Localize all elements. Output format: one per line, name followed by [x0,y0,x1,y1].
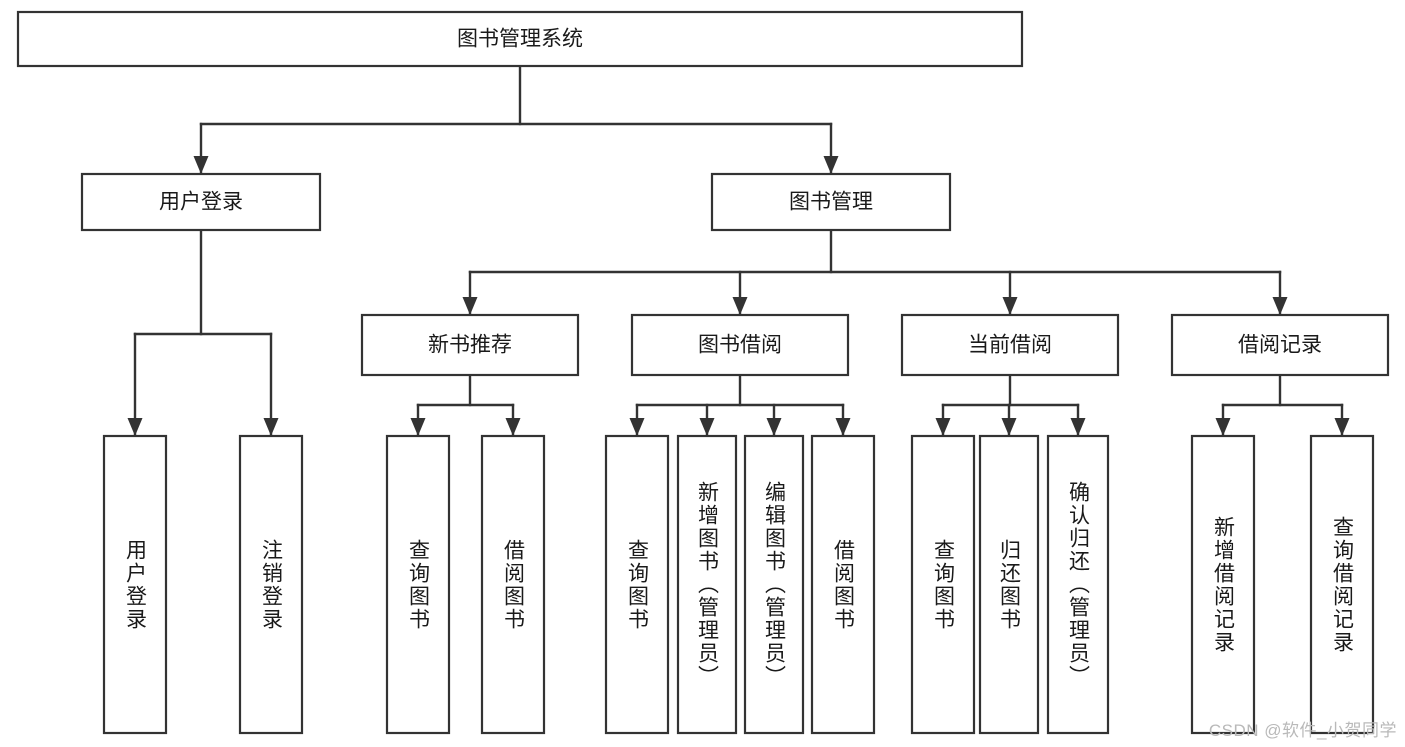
node-box-leaf-query-record[interactable] [1309,434,1375,735]
node-box-leaf-add-book[interactable] [676,434,738,735]
node-label-book-manage: 图书管理 [789,191,873,214]
arrow-head [835,418,851,436]
node-box-leaf-logout[interactable] [238,434,304,735]
node-box-new-book-rec[interactable] [360,313,580,377]
arrow-head [462,297,478,315]
node-box-leaf-add-record[interactable] [1190,434,1256,735]
node-box-leaf-return-book[interactable] [978,434,1040,735]
node-box-leaf-query-book-rec[interactable] [385,434,451,735]
node-box-layer [16,10,1390,735]
node-box-user-login[interactable] [80,172,322,232]
node-box-leaf-query-book-cur[interactable] [910,434,976,735]
arrow-head [410,418,426,436]
node-label-borrow-record: 借阅记录 [1238,334,1322,357]
arrow-head [1070,418,1086,436]
node-label-current-borrow: 当前借阅 [968,334,1052,357]
node-box-leaf-query-book[interactable] [604,434,670,735]
arrow-head [935,418,951,436]
node-box-leaf-borrow-book-rec[interactable] [480,434,546,735]
arrow-head [193,156,209,174]
node-box-current-borrow[interactable] [900,313,1120,377]
watermark-text: CSDN @软件_小贺同学 [1208,721,1397,740]
node-label-book-borrow: 图书借阅 [698,334,782,357]
arrow-head [127,418,143,436]
arrow-head [1334,418,1350,436]
arrow-head [766,418,782,436]
arrow-head [629,418,645,436]
node-box-leaf-edit-book[interactable] [743,434,805,735]
node-label-root: 图书管理系统 [457,28,583,51]
node-box-root[interactable] [16,10,1024,68]
node-box-book-manage[interactable] [710,172,952,232]
node-box-leaf-user-login[interactable] [102,434,168,735]
arrow-head [505,418,521,436]
node-box-book-borrow[interactable] [630,313,850,377]
node-label-new-book-rec: 新书推荐 [428,334,512,357]
arrow-head [1272,297,1288,315]
node-box-leaf-confirm-return[interactable] [1046,434,1110,735]
node-label-user-login: 用户登录 [159,191,243,214]
arrow-head [699,418,715,436]
node-box-leaf-borrow-book[interactable] [810,434,876,735]
arrow-head [1215,418,1231,436]
arrow-head [732,297,748,315]
arrow-head [1001,418,1017,436]
node-box-borrow-record[interactable] [1170,313,1390,377]
arrow-head [1002,297,1018,315]
arrow-head [823,156,839,174]
connector-layer [127,64,1350,438]
arrow-head [263,418,279,436]
